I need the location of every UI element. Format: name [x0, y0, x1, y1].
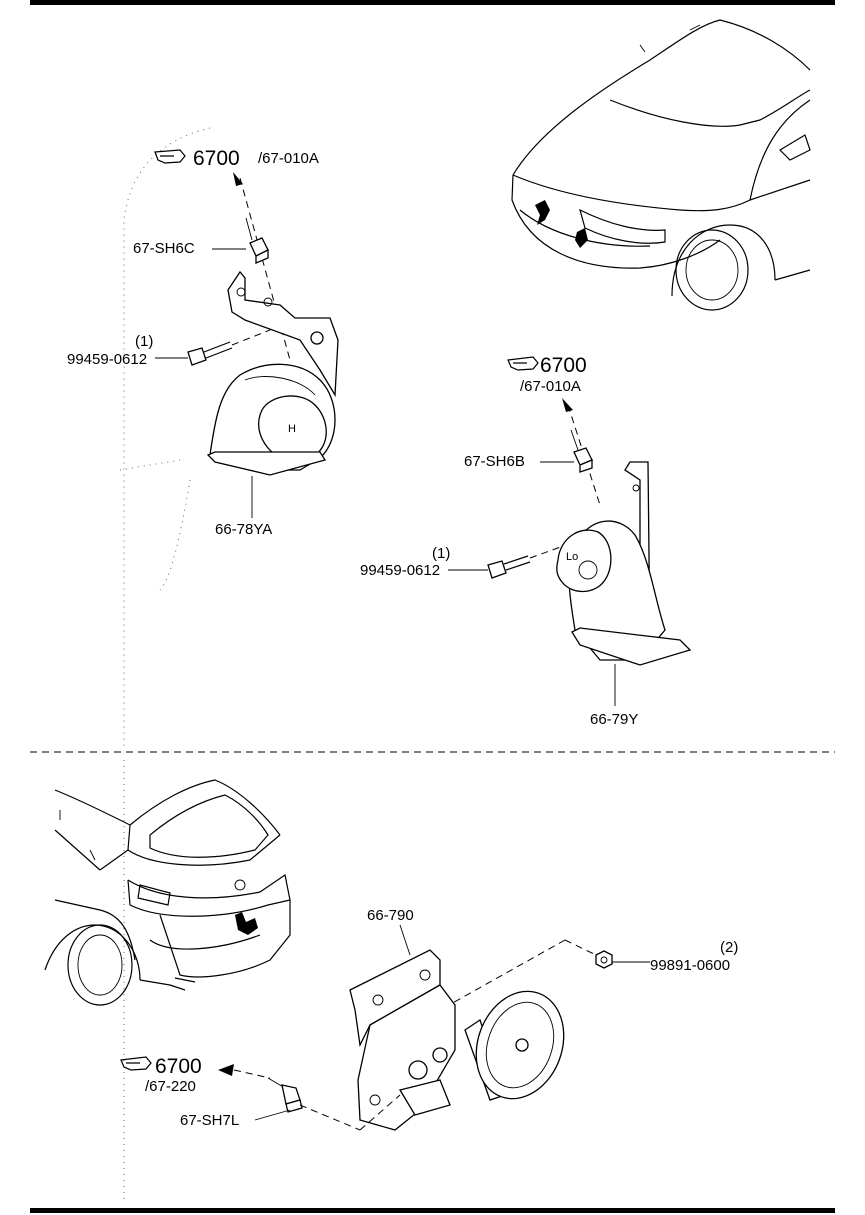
arrow-head	[233, 172, 243, 186]
nut-99891-0600	[595, 950, 613, 969]
bottom-border	[30, 1208, 835, 1213]
horn-label: 66-79Y	[590, 711, 638, 728]
ref-number: 6700	[193, 147, 240, 170]
ref-number: 6700	[155, 1055, 202, 1078]
bracket-66-790	[349, 949, 456, 1131]
clip-67-SH7L	[267, 1077, 303, 1113]
arrow-head	[562, 398, 573, 412]
ref-6700-group2: 6700 /67-010A	[507, 354, 587, 395]
horn-label: 66-78YA	[215, 521, 272, 538]
horn-disc	[464, 990, 565, 1101]
ref-sub: /67-010A	[520, 378, 581, 395]
bolt-qty: (1)	[135, 333, 153, 350]
ref-6700-group1: 6700 /67-010A	[154, 147, 319, 170]
bolt-99459-0612-group2	[487, 555, 531, 579]
car-rear-view	[44, 779, 291, 1006]
ghost-outline	[119, 127, 211, 750]
ref-number: 6700	[540, 354, 587, 377]
nut-code: 99891-0600	[650, 957, 730, 974]
horn-66-79Y: Lo	[556, 461, 692, 666]
bolt-code: 99459-0612	[67, 351, 147, 368]
clip-label: 67-SH6B	[464, 453, 525, 470]
clip-67-SH6B	[570, 429, 593, 473]
top-border	[30, 0, 835, 5]
bolt-99459-0612-group1	[187, 341, 233, 366]
pointing-hand-icon	[154, 149, 186, 164]
car-front-view	[511, 19, 811, 311]
bolt-qty: (1)	[432, 545, 450, 562]
svg-text:Lo: Lo	[566, 551, 578, 563]
clip-67-SH6C	[245, 217, 269, 264]
bracket-label: 66-790	[367, 907, 414, 924]
nut-qty: (2)	[720, 939, 738, 956]
pointing-hand-icon	[120, 1056, 152, 1071]
bolt-code: 99459-0612	[360, 562, 440, 579]
arrow-head	[218, 1064, 234, 1076]
horn-66-78YA: H	[206, 270, 339, 476]
svg-text:H: H	[288, 423, 296, 435]
ref-sub: /67-220	[145, 1078, 196, 1095]
clip-label: 67-SH7L	[180, 1112, 239, 1129]
ref-6700-group3: 6700 /67-220	[120, 1055, 202, 1095]
ref-sub: /67-010A	[258, 150, 319, 167]
pointing-hand-icon	[507, 356, 539, 371]
clip-label: 67-SH6C	[133, 240, 195, 257]
